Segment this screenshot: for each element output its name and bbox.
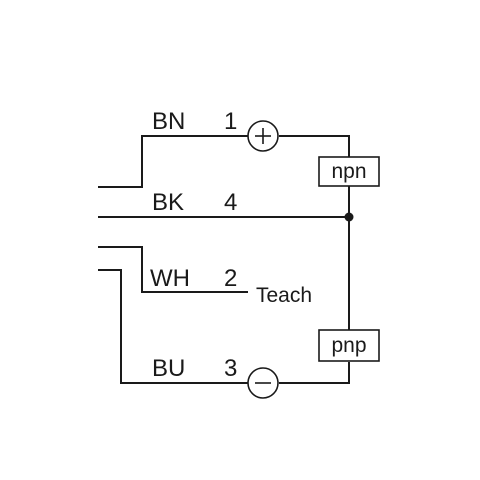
bu-wire	[98, 269, 248, 384]
bn-to-rail-wire	[279, 135, 350, 158]
wh-pin-label: 2	[224, 265, 237, 292]
pnp-label: pnp	[331, 334, 366, 357]
bn-color-label: BN	[152, 108, 185, 135]
npn-label: npn	[331, 160, 366, 183]
bk-pin-label: 4	[224, 189, 237, 216]
right-rail-lower	[279, 362, 350, 384]
wh-color-label: WH	[150, 265, 190, 292]
bn-wire	[98, 135, 248, 188]
teach-label: Teach	[256, 284, 312, 307]
bk-color-label: BK	[152, 189, 184, 216]
wh-wire	[98, 246, 248, 293]
bn-pin-label: 1	[224, 108, 237, 135]
minus-terminal-icon	[247, 367, 279, 399]
plus-terminal-icon	[247, 120, 279, 152]
npn-output-box: npn	[318, 156, 380, 187]
bu-pin-label: 3	[224, 355, 237, 382]
pnp-output-box: pnp	[318, 329, 380, 362]
bu-color-label: BU	[152, 355, 185, 382]
